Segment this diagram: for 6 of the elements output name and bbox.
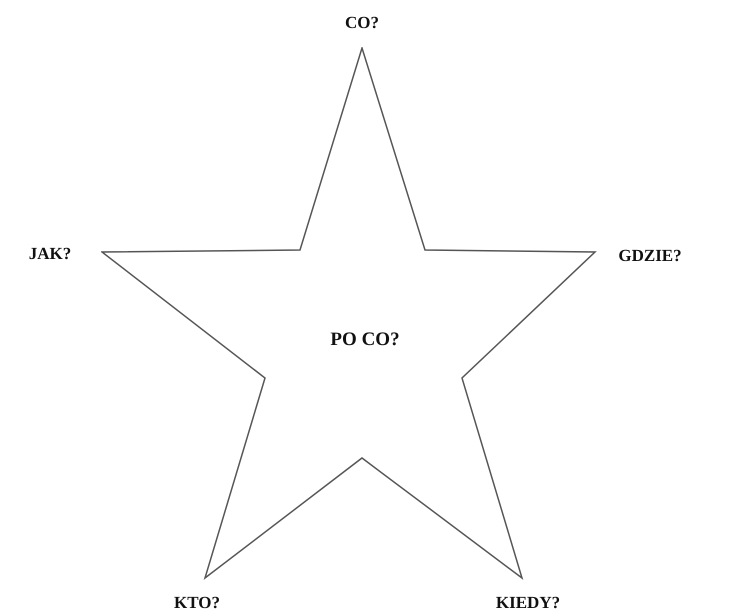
question-label: GDZIE? [618, 246, 682, 266]
question-label: KTO? [174, 593, 220, 613]
question-label: CO? [345, 13, 379, 33]
question-label: JAK? [28, 244, 72, 264]
star-label: PO CO? [330, 329, 400, 351]
question-label: KIEDY? [496, 593, 560, 613]
